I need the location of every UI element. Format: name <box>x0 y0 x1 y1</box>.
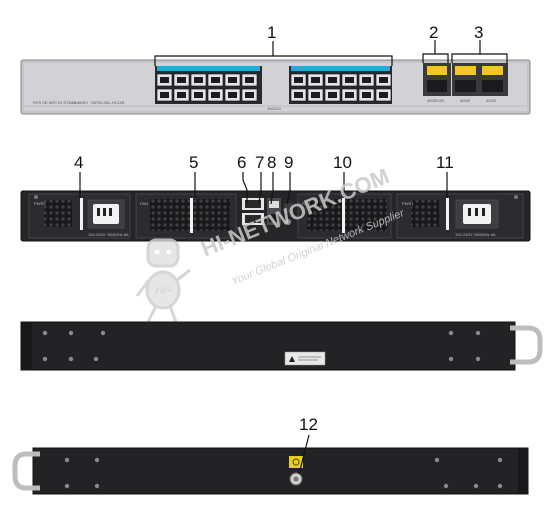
sfp-port-cage-13 <box>294 77 303 83</box>
sfp-port-cage-5 <box>194 77 203 83</box>
sfp-port-cage-21 <box>362 77 371 83</box>
sfp-port-cage-7 <box>211 77 220 83</box>
callout-2: 2 <box>429 23 438 42</box>
sfp-port-cage-20 <box>345 92 354 98</box>
rear-handle-right <box>510 325 543 365</box>
callout-bracket-2 <box>422 40 449 63</box>
sfp-port-cage-17 <box>328 77 337 83</box>
psu-left-label: PWR2 <box>34 201 46 206</box>
psu-right: PWR1 100-240V~50/60Hz 6A <box>396 193 524 239</box>
psu-left-rating: 100-240V~50/60Hz 6A <box>88 232 129 237</box>
sfp-port-cage-11 <box>245 77 254 83</box>
management-ports <box>242 198 293 225</box>
psu-right-rating: 100-240V~50/60Hz 6A <box>455 232 496 237</box>
callout-9: 9 <box>284 153 293 172</box>
callout-8: 8 <box>267 153 276 172</box>
fan-slot-right: FAN <box>297 193 392 239</box>
fan-left-label: FAN <box>140 201 148 206</box>
callout-leader-12 <box>298 434 310 475</box>
side-view-left <box>12 447 529 495</box>
uplink-ports-a <box>423 63 451 96</box>
sfp-port-cage-4 <box>177 92 186 98</box>
uplink-label-2: 40GE <box>460 98 471 103</box>
fan-slot-left: FAN <box>135 193 237 239</box>
uplink-ports-b <box>452 63 508 96</box>
rear-panel: PWR2 100-240V~50/60Hz 6A FAN <box>20 190 531 242</box>
model-label: S6720-30L-HI-24S <box>91 100 125 105</box>
sfp-port-cage-10 <box>228 92 237 98</box>
uplink-label-1: 40GE/GE <box>427 98 444 103</box>
rear-callout-leaders <box>79 172 448 205</box>
callout-bracket-3 <box>451 40 508 63</box>
uplink-label-3: 40GE <box>486 98 497 103</box>
sfp-port-cage-12 <box>245 92 254 98</box>
sfp-port-cage-3 <box>177 77 186 83</box>
ground-terminal-icon <box>289 456 303 486</box>
sfp-port-cage-8 <box>211 92 220 98</box>
sfp-port-cage-16 <box>311 92 320 98</box>
callout-5: 5 <box>189 153 198 172</box>
callout-10: 10 <box>333 153 352 172</box>
sfp-port-cage-1 <box>160 77 169 83</box>
watermark-mascot-text: Hi~ <box>155 285 172 297</box>
callout-bracket-1 <box>154 41 393 66</box>
sfp-port-cage-22 <box>362 92 371 98</box>
callout-7: 7 <box>255 153 264 172</box>
warning-label-icon <box>284 351 326 366</box>
sfp-port-cage-18 <box>328 92 337 98</box>
side-screws-2 <box>64 457 503 489</box>
rear-handle-left <box>12 451 40 491</box>
psu-left: PWR2 100-240V~50/60Hz 6A <box>28 193 131 239</box>
sfp-port-grid <box>156 73 392 102</box>
side-view-right <box>20 321 543 371</box>
fan-right-label: FAN <box>302 201 310 206</box>
callout-6: 6 <box>237 153 246 172</box>
callout-3: 3 <box>474 23 483 42</box>
psu-right-label: PWR1 <box>402 201 414 206</box>
side-screws-1 <box>42 330 481 362</box>
sfp-port-cage-23 <box>379 77 388 83</box>
sfp-port-cage-19 <box>345 77 354 83</box>
brand-label: HUAWEI <box>72 100 88 105</box>
sfp-port-cage-15 <box>311 77 320 83</box>
front-panel: SYS CE MST ID STACK HUAWEI S6720-30L-HI-… <box>20 59 531 115</box>
sfp-port-cage-24 <box>379 92 388 98</box>
robot-mascot-icon <box>135 238 191 323</box>
sfp-port-cage-2 <box>160 92 169 98</box>
callout-4: 4 <box>74 153 83 172</box>
watermark: Hi~ HI-NETWORK.COM Your Global Original … <box>135 163 407 323</box>
callout-1: 1 <box>267 23 276 42</box>
sfp-port-cage-9 <box>228 77 237 83</box>
callout-12: 12 <box>299 415 318 434</box>
callout-11: 11 <box>436 153 454 172</box>
port-group-label: 10G/1G <box>267 106 281 111</box>
sfp-port-cage-6 <box>194 92 203 98</box>
status-led-labels: SYS CE MST ID STACK <box>33 100 77 105</box>
sfp-port-cage-14 <box>294 92 303 98</box>
